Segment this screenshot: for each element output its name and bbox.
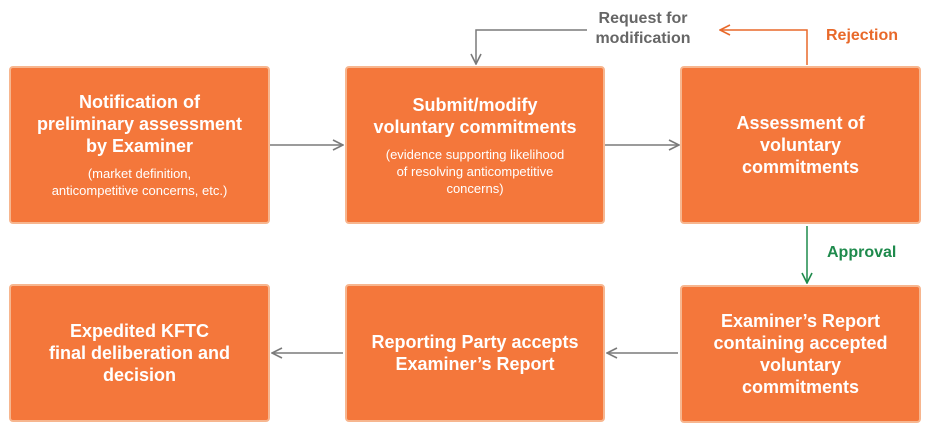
arrow-request-modification — [476, 29, 587, 64]
box-submit-title: Submit/modify voluntary commitments — [373, 94, 577, 137]
box-reporting-party-title: Reporting Party accepts Examiner’s Repor… — [371, 332, 579, 374]
box-notification: Notification of preliminary assessment b… — [9, 66, 270, 224]
box-notification-title: Notification of preliminary assessment b… — [36, 92, 243, 156]
box-submit-subtitle: (evidence supporting likelihood of resol… — [385, 146, 565, 196]
box-assessment: Assessment of voluntary commitments — [680, 66, 921, 224]
label-rejection: Rejection — [826, 27, 899, 44]
box-expedited: Expedited KFTC final deliberation and de… — [9, 284, 270, 422]
label-request-modification: Request for modification — [595, 10, 691, 47]
box-examiner-report-title: Examiner’s Report containing accepted vo… — [713, 311, 888, 397]
box-assessment-title: Assessment of voluntary commitments — [736, 113, 865, 177]
box-notification-subtitle: (market definition, anticompetitive conc… — [51, 166, 228, 198]
label-approval: Approval — [827, 244, 897, 261]
arrow-rejection — [720, 30, 808, 65]
box-expedited-title: Expedited KFTC final deliberation and de… — [48, 321, 231, 385]
box-reporting-party: Reporting Party accepts Examiner’s Repor… — [345, 284, 605, 422]
box-examiner-report: Examiner’s Report containing accepted vo… — [680, 285, 921, 423]
box-submit: Submit/modify voluntary commitments (evi… — [345, 66, 605, 224]
